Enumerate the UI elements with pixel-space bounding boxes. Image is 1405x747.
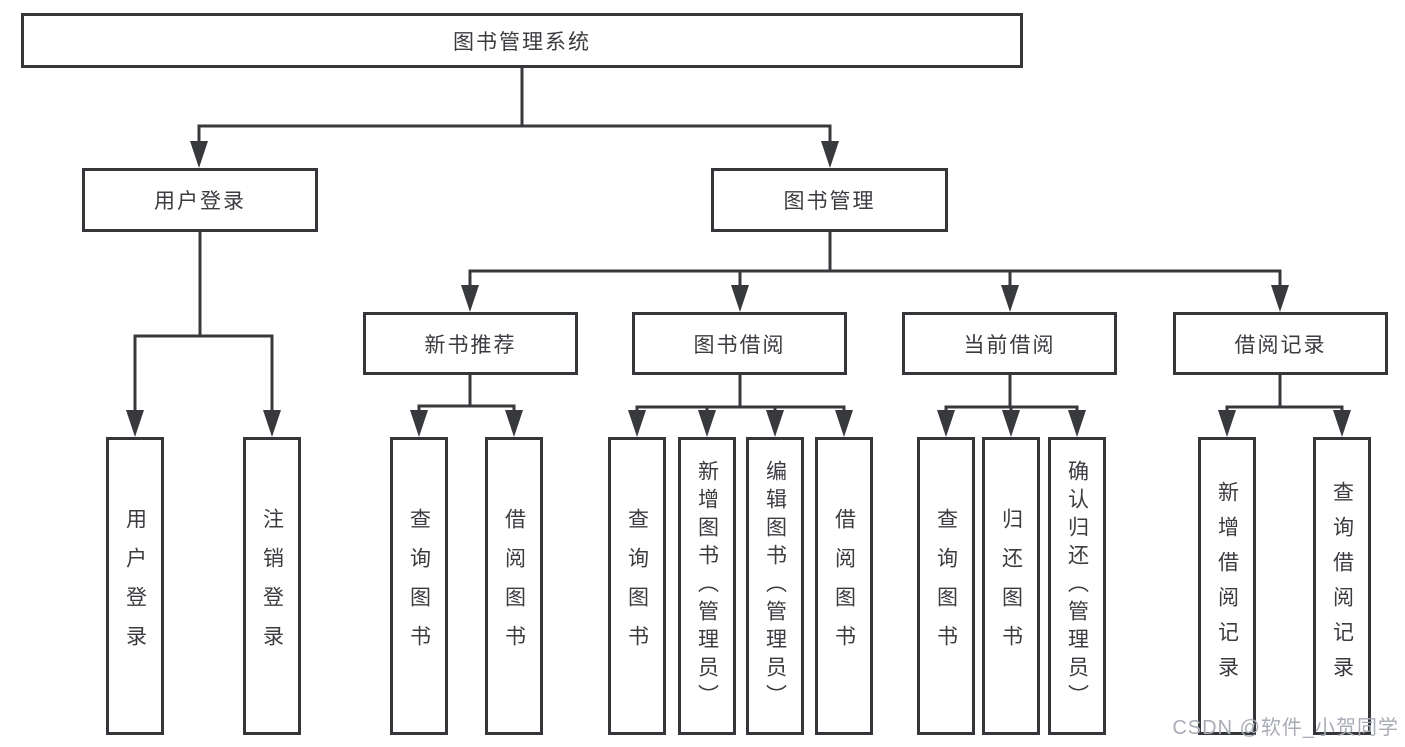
leaf-label: 借阅图书 bbox=[502, 508, 526, 664]
leaf-add-borrow-record: 新增借阅记录 bbox=[1198, 437, 1256, 735]
connector-new-book-children bbox=[417, 375, 516, 415]
leaf-user-login: 用户登录 bbox=[106, 437, 164, 735]
leaf-borrow-books: 借阅图书 bbox=[815, 437, 873, 735]
node-current-borrow: 当前借阅 bbox=[902, 312, 1117, 375]
leaf-label: 归还图书 bbox=[999, 508, 1023, 664]
leaf-query-borrow-record: 查询借阅记录 bbox=[1313, 437, 1371, 735]
node-label: 借阅记录 bbox=[1234, 333, 1327, 357]
node-label: 图书管理 bbox=[783, 190, 876, 213]
connector-root-to-level2 bbox=[197, 68, 832, 146]
node-library-management-system: 图书管理系统 bbox=[21, 13, 1023, 68]
node-new-book-recommend: 新书推荐 bbox=[363, 312, 578, 375]
leaf-borrow-books-recommend: 借阅图书 bbox=[485, 437, 543, 735]
connector-lines bbox=[133, 68, 1344, 415]
leaf-label: 新增图书（管理员） bbox=[695, 460, 719, 712]
node-label: 新书推荐 bbox=[424, 333, 517, 357]
connector-book-management-children bbox=[468, 232, 1282, 290]
node-book-management: 图书管理 bbox=[711, 168, 948, 232]
node-label: 当前借阅 bbox=[963, 333, 1056, 357]
leaf-label: 确认归还（管理员） bbox=[1065, 460, 1089, 712]
leaf-edit-books-admin: 编辑图书（管理员） bbox=[746, 437, 804, 735]
leaf-label: 查询图书 bbox=[625, 508, 649, 664]
node-label: 图书借阅 bbox=[693, 333, 786, 357]
connector-borrow-record-children bbox=[1225, 375, 1344, 415]
leaf-label: 查询借阅记录 bbox=[1330, 481, 1354, 691]
node-borrow-records: 借阅记录 bbox=[1173, 312, 1388, 375]
arrowheads bbox=[126, 141, 1351, 437]
node-user-login: 用户登录 bbox=[82, 168, 318, 232]
leaf-label: 注销登录 bbox=[260, 508, 284, 664]
leaf-query-books-recommend: 查询图书 bbox=[390, 437, 448, 735]
leaf-label: 查询图书 bbox=[407, 508, 431, 664]
node-book-borrow: 图书借阅 bbox=[632, 312, 847, 375]
leaf-confirm-return-admin: 确认归还（管理员） bbox=[1048, 437, 1106, 735]
node-label: 图书管理系统 bbox=[453, 30, 591, 54]
connector-current-borrow-children bbox=[944, 375, 1079, 415]
leaf-label: 用户登录 bbox=[123, 508, 147, 664]
leaf-return-books: 归还图书 bbox=[982, 437, 1040, 735]
node-label: 用户登录 bbox=[154, 190, 246, 213]
leaf-query-books-current: 查询图书 bbox=[917, 437, 975, 735]
leaf-label: 查询图书 bbox=[934, 508, 958, 664]
leaf-label: 编辑图书（管理员） bbox=[763, 460, 787, 712]
leaf-query-books-borrow: 查询图书 bbox=[608, 437, 666, 735]
leaf-label: 借阅图书 bbox=[832, 508, 856, 664]
csdn-watermark: CSDN @软件_小贺同学 bbox=[1172, 717, 1399, 739]
leaf-label: 新增借阅记录 bbox=[1215, 481, 1239, 691]
leaf-add-books-admin: 新增图书（管理员） bbox=[678, 437, 736, 735]
connector-book-borrow-children bbox=[635, 375, 846, 415]
leaf-logout-login: 注销登录 bbox=[243, 437, 301, 735]
connector-user-login-children bbox=[133, 232, 274, 415]
